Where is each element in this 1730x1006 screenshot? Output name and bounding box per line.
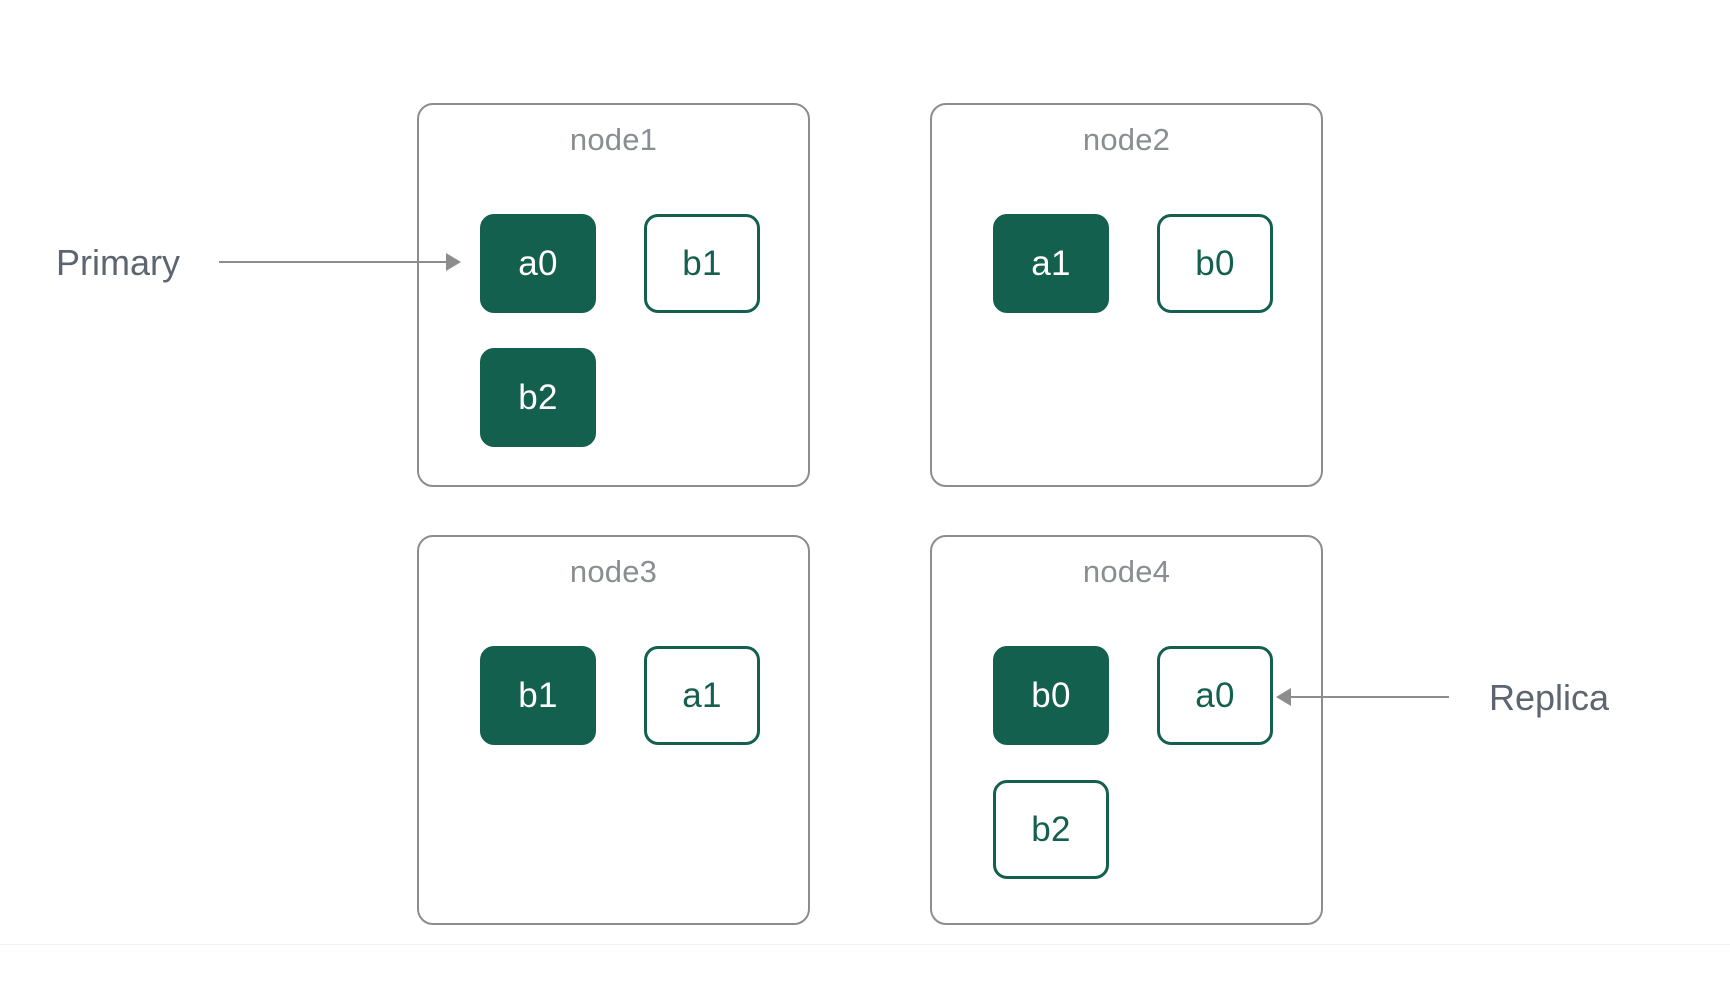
shard-chip-label: b1: [518, 675, 558, 715]
leader-line-primary: [219, 261, 451, 263]
shard-chip-label: b0: [1195, 243, 1235, 283]
shard-chip-node4-b2[interactable]: b2: [993, 780, 1109, 879]
node-label-node1: node1: [569, 122, 658, 157]
shard-chip-label: a0: [1195, 675, 1235, 715]
node-container-node2: node2 a1 b0: [930, 103, 1323, 487]
annotation-label-replica: Replica: [1489, 677, 1610, 718]
node-label-node4: node4: [1082, 554, 1171, 589]
shard-chip-node1-b1[interactable]: b1: [644, 214, 760, 313]
shard-chip-node1-a0[interactable]: a0: [480, 214, 596, 313]
shard-chip-node4-b0[interactable]: b0: [993, 646, 1109, 745]
node-label-node2: node2: [1082, 122, 1171, 157]
shard-chip-node3-a1[interactable]: a1: [644, 646, 760, 745]
bottom-divider: [0, 944, 1730, 945]
shard-chip-node4-a0[interactable]: a0: [1157, 646, 1273, 745]
shard-chip-label: a1: [682, 675, 722, 715]
shard-chip-node1-b2[interactable]: b2: [480, 348, 596, 447]
shard-chip-label: b2: [1031, 809, 1071, 849]
shard-chip-label: a0: [518, 243, 558, 283]
arrow-head-primary-icon: [446, 253, 461, 271]
shard-chip-node3-b1[interactable]: b1: [480, 646, 596, 745]
node-container-node1: node1 a0 b1 b2: [417, 103, 810, 487]
shard-chip-label: b0: [1031, 675, 1071, 715]
leader-line-replica: [1289, 696, 1449, 698]
shard-chip-node2-a1[interactable]: a1: [993, 214, 1109, 313]
node-container-node3: node3 b1 a1: [417, 535, 810, 925]
shard-chip-label: a1: [1031, 243, 1071, 283]
node-container-node4: node4 b0 a0 b2: [930, 535, 1323, 925]
annotation-label-primary: Primary: [56, 242, 180, 283]
node-label-node3: node3: [569, 554, 658, 589]
arrow-head-replica-icon: [1276, 688, 1291, 706]
shard-chip-label: b2: [518, 377, 558, 417]
shard-chip-node2-b0[interactable]: b0: [1157, 214, 1273, 313]
shard-chip-label: b1: [682, 243, 722, 283]
